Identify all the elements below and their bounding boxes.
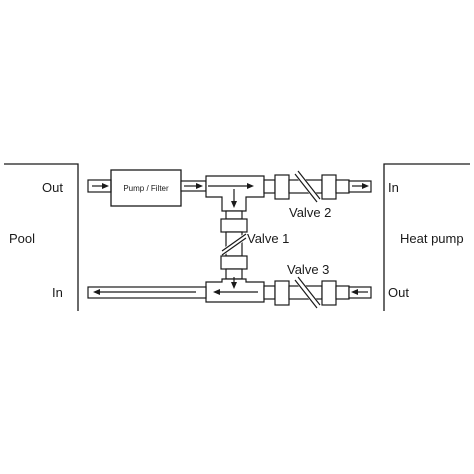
heat-pump-out-label: Out [388,285,409,300]
pipe-bottom-right-2 [335,285,350,300]
valve2-disc-edge [297,170,321,200]
pipe-bottom-right-1 [263,285,276,300]
pipe-top-right-2 [335,179,350,194]
pump-filter-label: Pump / Filter [123,184,169,193]
valve1-disc-edge [221,233,247,252]
flow-arrow-icon [196,183,203,189]
bottom-tee-fitting [205,278,265,303]
valve2-flange-right [321,174,337,200]
pool-out-label: Out [42,180,63,195]
flow-arrow-icon [231,201,237,208]
flow-arrow-icon [351,289,358,295]
flow-arrow-icon [362,183,369,189]
valve3-label: Valve 3 [287,262,329,277]
valve1-disc [220,233,248,256]
flow-arrow-icon [102,183,109,189]
pool-box [4,163,79,311]
valve1-flange-bottom [220,255,248,270]
flow-arrow-icon [247,183,254,189]
flow-arrow-icon [93,289,100,295]
top-tee-fitting [205,175,265,212]
valve2-flange-left [274,174,290,200]
valve1-disc-edge [221,237,247,256]
flow-arrow-icon [213,289,220,295]
heat-pump-in-label: In [388,180,399,195]
pipe-bypass-top [225,210,243,220]
heat-pump-box [383,163,470,311]
valve3-flange-right [321,280,337,306]
valve2-label: Valve 2 [289,205,331,220]
valve2-disc [293,170,321,202]
heat-pump-label: Heat pump [400,231,464,246]
pool-in-label: In [52,285,63,300]
valve2-disc-edge [294,173,318,203]
valve1-flange-top [220,218,248,233]
valve3-disc [293,276,321,308]
flow-arrow-icon [231,282,237,289]
pool-label: Pool [9,231,35,246]
valve3-disc-edge [297,276,321,306]
valve3-disc-edge [294,279,318,309]
pipe-top-right-1 [263,179,276,194]
valve1-label: Valve 1 [247,231,289,246]
valve3-flange-left [274,280,290,306]
